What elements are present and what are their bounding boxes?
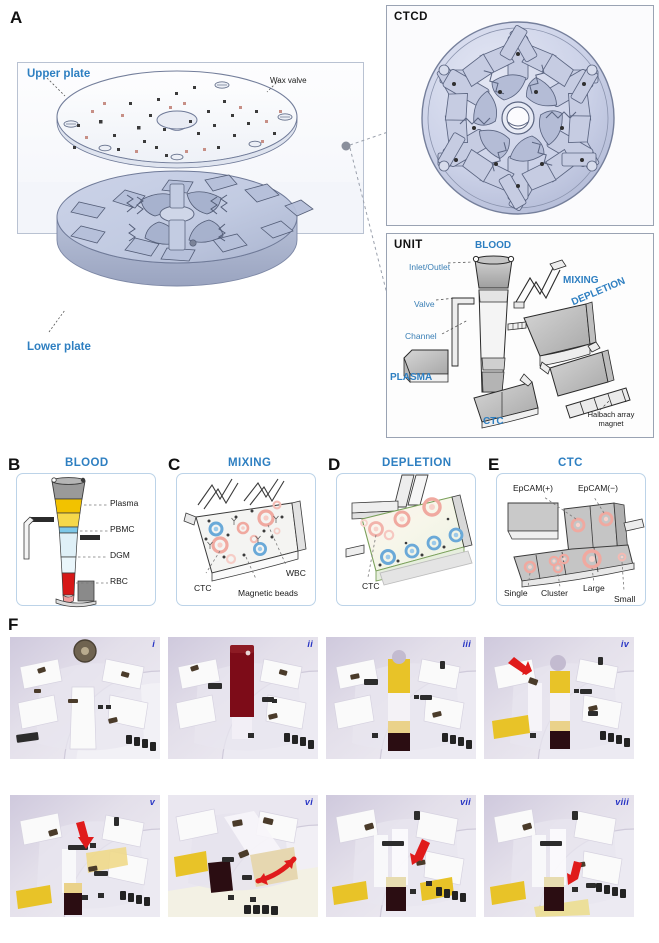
unit-exploded-illustration xyxy=(390,240,652,436)
ctcd-title: CTCD xyxy=(394,11,428,23)
panel-letter-d: D xyxy=(328,455,341,474)
halbach-line-2: magnet xyxy=(598,418,624,428)
panel-f-frame-vii[interactable]: vii xyxy=(326,795,476,917)
panel-d-title: DEPLETION xyxy=(382,457,452,469)
panel-e-title: CTC xyxy=(558,457,583,469)
ctcd-disc-illustration xyxy=(396,18,646,223)
mixing-label-wbc: WBC xyxy=(286,568,306,578)
panel-f-frame-vi[interactable]: vi xyxy=(168,795,318,917)
unit-title: UNIT xyxy=(394,239,423,251)
halbach-line-1: Halbach array xyxy=(587,410,635,419)
unit-label-inlet-outlet: Inlet/Outlet xyxy=(409,262,451,272)
panel-letter-c: C xyxy=(168,455,181,474)
depletion-label-ctc: CTC xyxy=(362,581,380,591)
blood-layer-label-plasma: Plasma xyxy=(110,498,139,508)
mixing-chamber-illustration xyxy=(183,478,307,582)
unit-label-valve: Valve xyxy=(414,299,435,309)
panel-b-title: BLOOD xyxy=(65,457,109,469)
panel-c-title: MIXING xyxy=(228,457,272,469)
lower-plate-label: Lower plate xyxy=(27,341,91,353)
frame-roman-iv: iv xyxy=(620,639,629,649)
panel-f-frame-i[interactable]: i xyxy=(10,637,160,759)
frame-roman-i: i xyxy=(152,639,155,649)
mixing-label-ctc: CTC xyxy=(194,583,212,593)
panel-f-frame-iv[interactable]: iv xyxy=(484,637,634,759)
panel-letter-b: B xyxy=(8,455,21,474)
frame-roman-vii: vii xyxy=(460,797,471,807)
ctc-label-single: Single xyxy=(504,588,528,598)
panel-f-frame-viii[interactable]: viii xyxy=(484,795,634,917)
blood-tube-illustration xyxy=(23,477,108,608)
unit-label-blood: BLOOD xyxy=(475,240,512,251)
blood-layer-label-rbc: RBC xyxy=(110,576,128,586)
unit-label-channel: Channel xyxy=(405,331,437,341)
annotation-arrow xyxy=(76,821,94,849)
wax-valve-label: Wax valve xyxy=(270,76,307,85)
frame-roman-vi: vi xyxy=(304,797,313,807)
unit-label-halbach-magnet: Halbach array magnet xyxy=(575,410,647,428)
blood-layer-label-dgm: DGM xyxy=(110,550,130,560)
blood-layer-label-pbmc: PBMC xyxy=(110,524,135,534)
mixing-label-magnetic-beads: Magnetic beads xyxy=(238,588,299,598)
frame-roman-v: v xyxy=(149,797,155,807)
ctc-chamber-illustration xyxy=(507,496,645,592)
ctc-label-large: Large xyxy=(583,583,605,593)
exploded-disc-illustration xyxy=(17,62,364,333)
frame-roman-ii: ii xyxy=(307,639,313,649)
panel-letter-e: E xyxy=(488,455,500,474)
annotation-arrow xyxy=(410,839,430,865)
frame-roman-iii: iii xyxy=(462,639,471,649)
depletion-chamber-illustration xyxy=(345,474,473,586)
unit-label-plasma: PLASMA xyxy=(390,372,433,383)
annotation-arrow xyxy=(508,657,532,675)
unit-label-mixing: MIXING xyxy=(563,275,599,286)
ctc-label-cluster: Cluster xyxy=(541,588,568,598)
ctc-label-epcam-positive: EpCAM(+) xyxy=(513,483,553,493)
panel-f-frame-iii[interactable]: iii xyxy=(326,637,476,759)
panel-a-connectors xyxy=(341,131,389,299)
unit-label-ctc: CTC xyxy=(483,416,504,427)
panel-letter-a: A xyxy=(10,8,23,27)
panel-letter-f: F xyxy=(8,615,19,634)
panel-f-frame-v[interactable]: v xyxy=(10,795,160,917)
frame-roman-viii: viii xyxy=(615,797,629,807)
panel-f-frame-ii[interactable]: ii xyxy=(168,637,318,759)
upper-plate-label: Upper plate xyxy=(27,68,91,80)
annotation-arrow xyxy=(567,861,582,885)
ctc-label-small: Small xyxy=(614,594,636,604)
ctc-label-epcam-negative: EpCAM(−) xyxy=(578,483,618,493)
